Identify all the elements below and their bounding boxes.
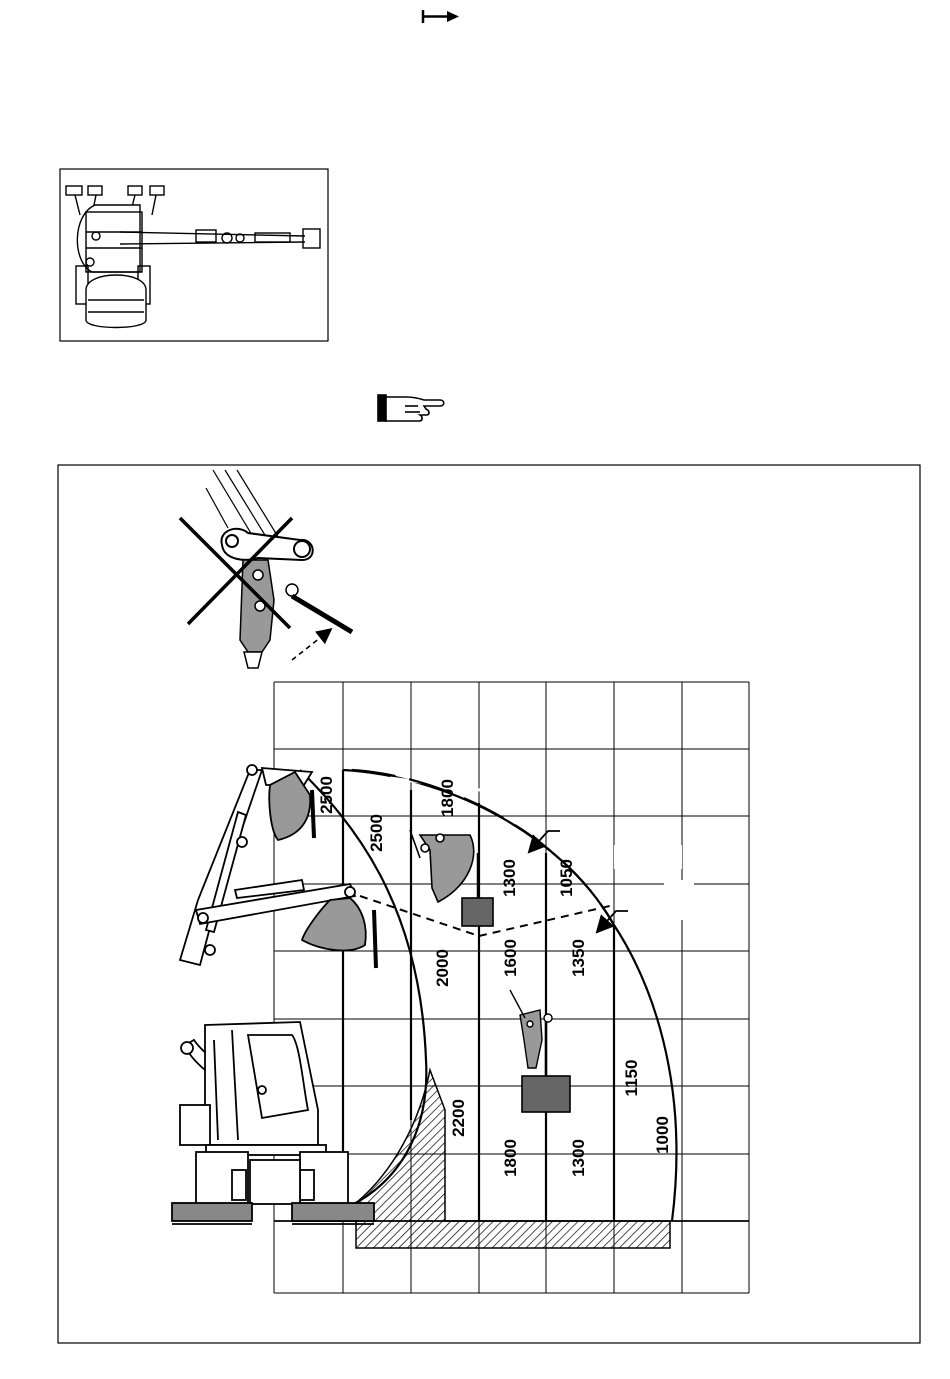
right-arrow-to-bar-icon [423, 10, 459, 23]
label-low-1800: 1800 [501, 1139, 520, 1177]
label-mid-2000: 2000 [433, 949, 452, 987]
label-top-1800: 1800 [438, 779, 457, 817]
label-low-1150: 1150 [622, 1060, 641, 1097]
label-top-1050: 1050 [557, 859, 576, 897]
zone-labels: 2500 2500 1800 1300 1050 2000 1600 1350 … [317, 776, 672, 1177]
label-mid-1600: 1600 [501, 939, 520, 977]
label-top-2500-v: 2500 [367, 814, 386, 852]
label-low-2200: 2200 [449, 1099, 468, 1137]
label-top-1300: 1300 [500, 859, 519, 897]
label-top-2500-h: 2500 [317, 776, 336, 814]
pointing-hand-icon [378, 395, 444, 421]
inset-panel [60, 169, 328, 341]
forbidden-attachment-icon [180, 470, 352, 668]
label-low-1000: 1000 [653, 1116, 672, 1154]
bucket-icon [410, 830, 474, 902]
label-low-1300: 1300 [569, 1139, 588, 1177]
label-mid-1350: 1350 [569, 939, 588, 977]
